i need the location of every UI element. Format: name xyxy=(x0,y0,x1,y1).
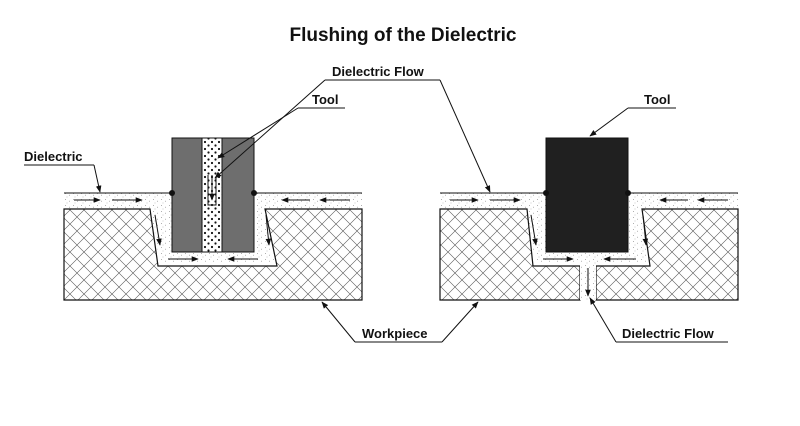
flow-arrow xyxy=(530,214,538,246)
label-dielectric-flow-bottom: Dielectric Flow xyxy=(622,326,715,341)
label-dielectric-flow-top: Dielectric Flow xyxy=(332,64,425,79)
flow-arrow xyxy=(642,214,649,246)
left-seal-dot xyxy=(169,190,175,196)
leader-dielectric-flow-bottom xyxy=(589,297,617,343)
label-workpiece: Workpiece xyxy=(362,326,428,341)
leader-tool-left xyxy=(217,107,299,159)
leader-tool-right xyxy=(589,107,629,137)
leader-workpiece-right xyxy=(441,301,479,343)
left-inner-flow xyxy=(207,175,217,206)
label-tool-left: Tool xyxy=(312,92,338,107)
diagram-title: Flushing of the Dielectric xyxy=(290,25,517,46)
leader-workpiece-left xyxy=(321,301,356,343)
right-seal-dot xyxy=(543,190,549,196)
flow-arrow xyxy=(265,214,272,246)
label-tool-right: Tool xyxy=(644,92,670,107)
left-assembly xyxy=(63,137,363,301)
flow-arrow xyxy=(154,214,162,246)
leader-dielectric xyxy=(93,164,102,193)
left-seal-dot xyxy=(251,190,257,196)
label-dielectric: Dielectric xyxy=(24,149,83,164)
right-tool-body xyxy=(545,137,629,253)
right-assembly xyxy=(439,137,739,301)
leader-dielectric-flow-right xyxy=(439,79,491,193)
right-seal-dot xyxy=(625,190,631,196)
left-workpiece xyxy=(63,208,363,301)
leader-dielectric-flow-left xyxy=(214,79,326,179)
